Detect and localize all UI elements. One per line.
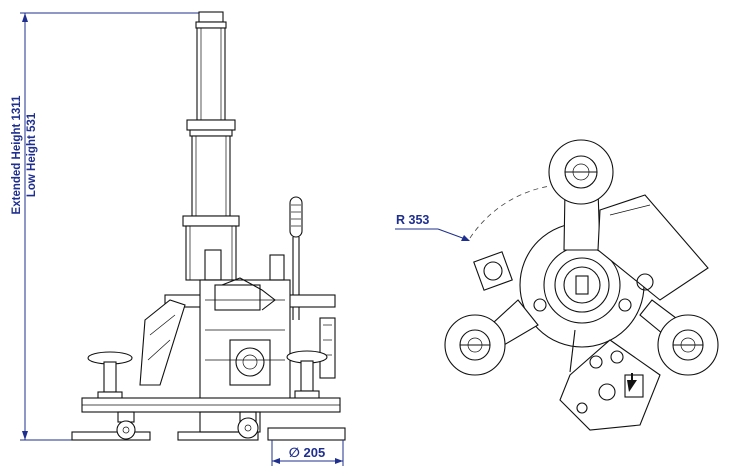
left-gearbox xyxy=(473,251,513,291)
leveling-foot-right xyxy=(286,350,328,400)
motor-housing xyxy=(597,194,709,301)
diameter-dimension: ∅ 205 xyxy=(271,440,344,466)
side-view: Extended Height 1311 Low Height 531 xyxy=(11,11,346,466)
wheel-top xyxy=(548,139,614,205)
caster-wheel-right xyxy=(237,411,259,439)
arrow-icon xyxy=(627,373,637,392)
chassis xyxy=(139,249,336,401)
base xyxy=(71,397,346,441)
wheel-right xyxy=(657,314,719,376)
height-dimension: Extended Height 1311 Low Height 531 xyxy=(11,12,200,441)
top-view: R 353 xyxy=(395,139,719,431)
diameter-label: ∅ 205 xyxy=(289,445,325,460)
radius-arc xyxy=(469,185,551,239)
leveling-foot-left xyxy=(87,351,133,401)
telescopic-column xyxy=(182,11,240,281)
radius-label: R 353 xyxy=(396,213,429,227)
extended-height-label: Extended Height 1311 xyxy=(11,95,23,214)
control-block xyxy=(559,329,661,431)
wheel-left xyxy=(444,314,506,376)
caster-wheel-left xyxy=(116,411,136,440)
low-height-label: Low Height 531 xyxy=(26,112,38,197)
radius-dimension: R 353 xyxy=(395,213,470,241)
